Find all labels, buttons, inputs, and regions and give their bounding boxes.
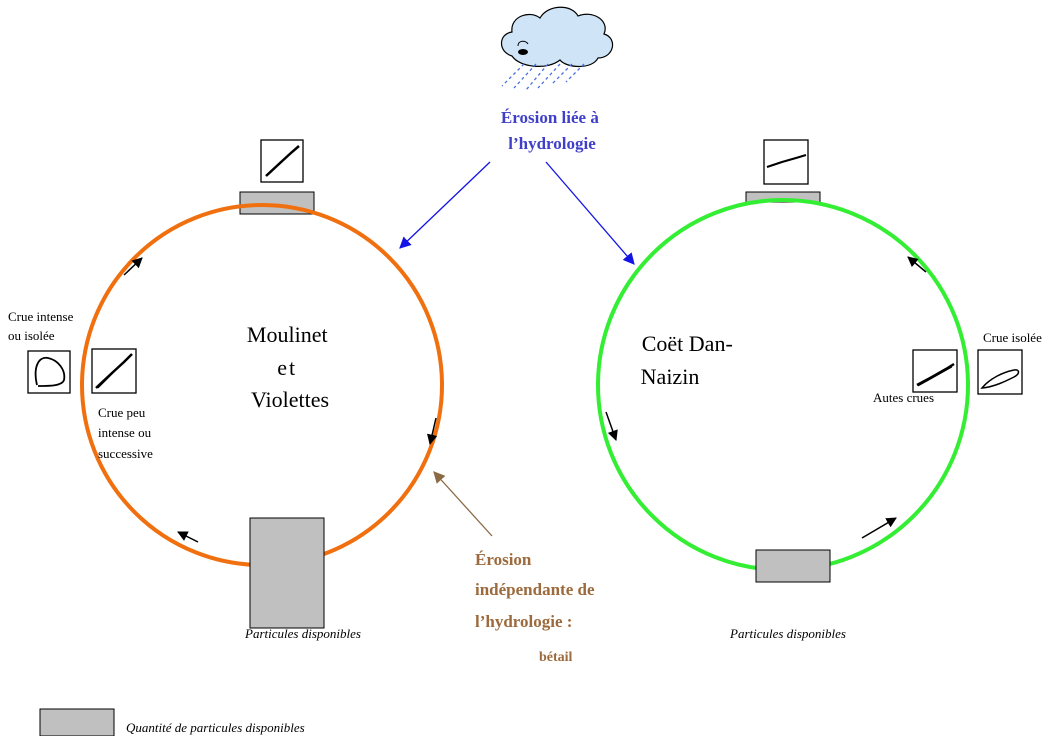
hysteresis-loop-icon xyxy=(977,349,1023,395)
left-bottom-particle-box xyxy=(249,517,325,629)
legend-label: Quantité de particules disponibles xyxy=(126,720,305,735)
rain-arrow-left xyxy=(399,161,491,249)
legend-swatch xyxy=(39,708,115,736)
cycle-arrow xyxy=(907,256,927,273)
cycle-arrow xyxy=(427,417,438,446)
hysteresis-loop-icon xyxy=(27,350,71,394)
other-floods-label: Autes crues xyxy=(873,390,934,405)
cycle-arrow xyxy=(605,411,618,441)
flood-intense-label: Crue intense ou isolée xyxy=(8,309,77,343)
cycle-arrow xyxy=(123,257,143,276)
flood-isolated-label: Crue isolée xyxy=(983,330,1042,345)
cattle-erosion-label: Érosion indépendante de l’hydrologie : b… xyxy=(475,550,599,665)
hysteresis-linear-icon xyxy=(763,139,809,185)
hysteresis-linear-icon xyxy=(912,349,958,393)
cycle-arrow xyxy=(177,531,199,543)
cattle-arrow xyxy=(433,471,493,537)
rain-drops xyxy=(501,63,585,91)
flood-weak-label: Crue peu intense ou successive xyxy=(98,405,154,461)
rain-arrow-right xyxy=(545,161,635,265)
left-particles-label: Particules disponibles xyxy=(244,626,361,641)
rain-erosion-label: Érosion liée à l’hydrologie xyxy=(501,108,603,153)
cycle-arrow xyxy=(861,517,897,539)
right-bottom-particle-box xyxy=(755,549,831,583)
cloud-icon xyxy=(500,6,614,91)
hysteresis-linear-icon xyxy=(91,348,137,394)
hysteresis-linear-icon xyxy=(260,139,304,183)
right-system-name: Coët Dan- Naizin xyxy=(641,331,739,389)
left-system-name: Moulinet et Violettes xyxy=(247,322,333,412)
right-particles-label: Particules disponibles xyxy=(729,626,846,641)
